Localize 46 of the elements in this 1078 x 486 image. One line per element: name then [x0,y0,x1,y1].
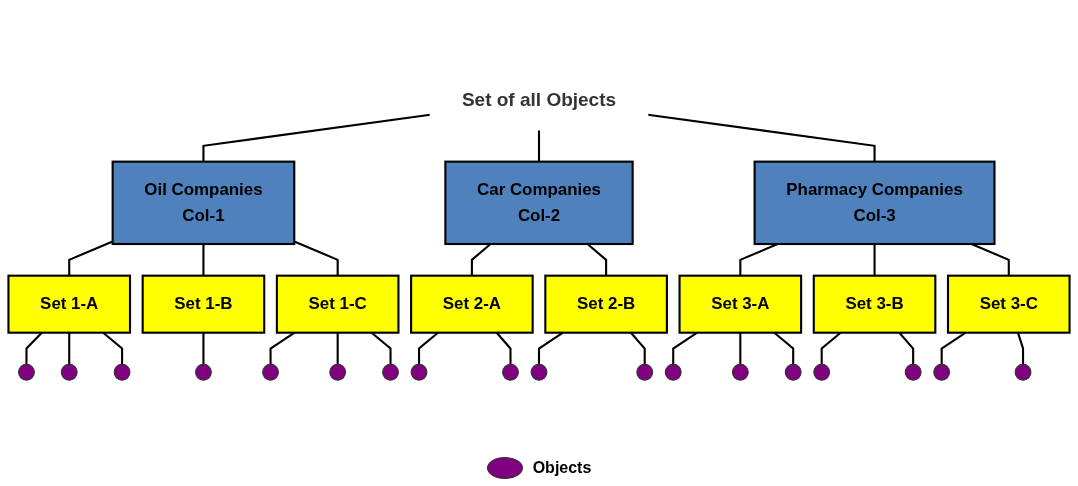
connector [537,130,541,162]
legend-label: Objects [532,459,592,477]
node-box: Set 3-A [678,274,803,334]
node-box: Set 2-A [410,274,534,334]
node-circle [502,363,519,381]
node-circle [904,363,922,381]
connector [202,244,205,276]
node-circle [731,363,749,381]
connector [873,244,876,276]
connector [898,332,915,365]
node-box: Set 2-B [544,274,668,334]
node-text: Set of all Objects [461,88,617,110]
node-circle [262,363,279,381]
node-box: Oil Companies Col-1 [111,160,296,246]
node-circle [784,363,802,381]
connector [495,332,512,365]
node-circle [18,363,35,381]
node-box: Car Companies Col-2 [444,160,634,246]
node-circle [933,363,951,381]
node-box: Set 1-C [275,274,400,334]
node-circle [636,363,654,381]
node-circle [329,363,347,381]
connector [1016,332,1025,365]
connector [739,332,742,365]
node-circle [813,363,831,381]
node-circle [382,363,399,381]
connector [68,240,114,276]
node-box: Set 1-B [141,274,266,334]
node-circle [60,363,78,381]
connector [68,332,71,365]
node-box: Set 1-A [7,274,132,334]
connector [630,332,646,365]
node-circle [530,363,548,381]
connector [336,332,339,365]
node-circle [113,363,131,381]
connector [202,332,205,365]
node-circle [664,363,682,381]
node-box: Set 3-B [812,274,937,334]
node-circle [410,363,428,381]
node-circle [1014,363,1032,381]
connector [202,113,431,162]
connector [647,113,876,162]
node-box: Set 3-C [946,274,1071,334]
connector [293,240,339,276]
node-box: Pharmacy Companies Col-3 [753,160,996,246]
node-circle [195,363,212,381]
